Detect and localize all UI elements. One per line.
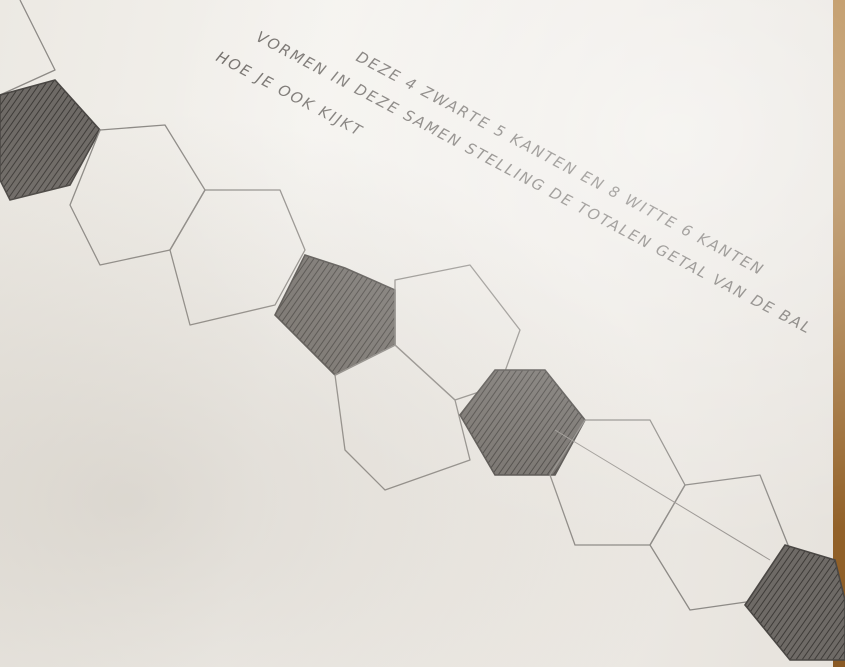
note-line-1: DEZE 4 ZWARTE 5 KANTEN EN 8 WITTE 6 KANT…	[353, 48, 767, 280]
guide-line	[555, 430, 770, 560]
black-pentagon-3	[460, 370, 585, 475]
black-pentagon-1	[0, 80, 100, 200]
black-pentagon-4	[745, 545, 845, 660]
hexagon-partial-top	[0, 0, 55, 95]
white-hexagon-4	[335, 345, 470, 490]
